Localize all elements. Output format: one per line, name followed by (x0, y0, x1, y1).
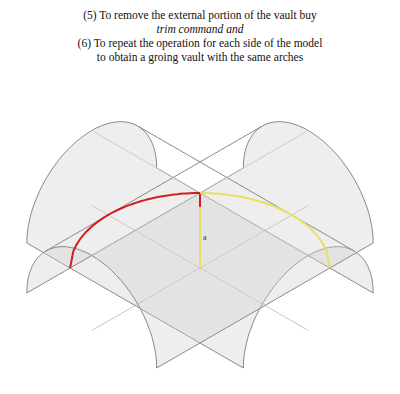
caption-line: to obtain a groing vault with the same a… (0, 50, 400, 64)
vertical-line (199, 207, 201, 268)
vertical-line (199, 193, 201, 207)
silhouette-line (46, 126, 262, 251)
barrel-vault (27, 122, 373, 368)
caption-line: trim command and (0, 22, 400, 36)
barrel-vault (27, 122, 373, 368)
silhouette-line (138, 126, 355, 251)
groin-curve (200, 193, 330, 268)
caption-line: (6) To repeat the operation for each sid… (0, 36, 400, 50)
caption-line: (5) To remove the external portion of th… (0, 8, 400, 22)
dimension-label: a (203, 233, 207, 242)
groin-curve (70, 193, 200, 268)
